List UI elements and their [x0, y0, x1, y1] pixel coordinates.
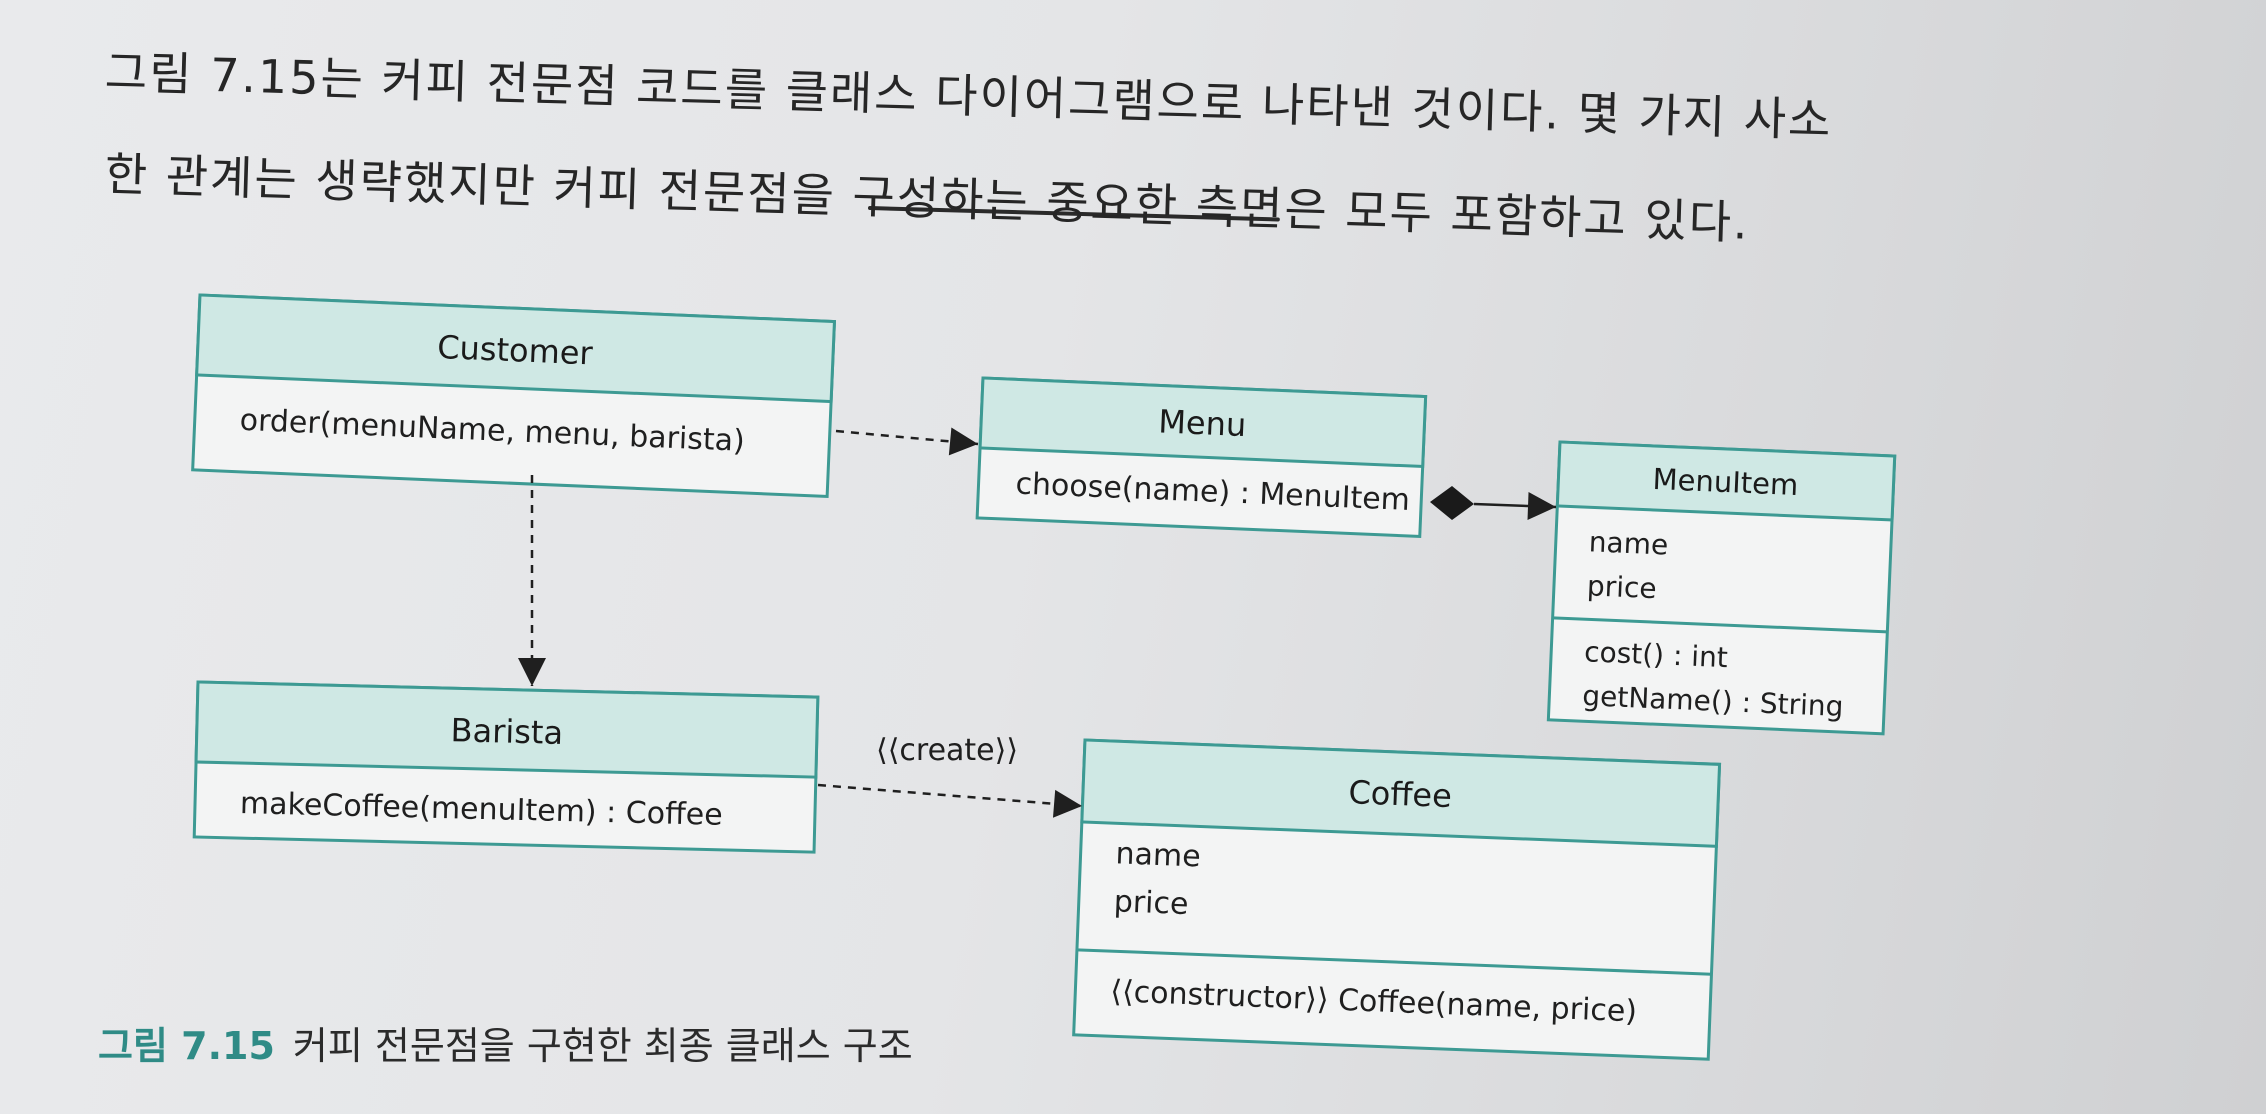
menuitem-class-name: MenuItem: [1652, 462, 1799, 502]
composition-menu-menuitem: [1430, 486, 1557, 520]
class-barista: Barista makeCoffee(menuItem) : Coffee: [192, 680, 820, 854]
figure-caption-text: 커피 전문점을 구현한 최종 클래스 구조: [292, 1024, 913, 1068]
menu-class-name: Menu: [1158, 402, 1247, 444]
menuitem-attr-name: name: [1588, 525, 1669, 561]
menuitem-method-cost: cost() : int: [1584, 635, 1729, 674]
class-coffee: Coffee name price ⟨⟨constructor⟩⟩ Coffee…: [1072, 738, 1722, 1061]
barista-class-name: Barista: [450, 711, 563, 752]
menuitem-attr-price: price: [1586, 569, 1657, 605]
dependency-customer-menu: [835, 427, 979, 456]
class-customer: Customer order(menuName, menu, barista): [191, 293, 837, 498]
dependency-barista-coffee-create: [817, 783, 1083, 818]
create-stereotype-label: ⟨⟨create⟩⟩: [876, 733, 1018, 768]
class-menu: Menu choose(name) : MenuItem: [975, 376, 1428, 538]
figure-number: 그림 7.15: [98, 1024, 275, 1068]
figure-caption: 그림 7.15 커피 전문점을 구현한 최종 클래스 구조: [98, 1015, 913, 1070]
coffee-attr-name: name: [1115, 836, 1201, 874]
coffee-class-name: Coffee: [1348, 773, 1453, 815]
coffee-attr-price: price: [1113, 884, 1189, 922]
class-menuitem: MenuItem name price cost() : int getName…: [1546, 440, 1897, 736]
customer-class-name: Customer: [437, 328, 595, 373]
